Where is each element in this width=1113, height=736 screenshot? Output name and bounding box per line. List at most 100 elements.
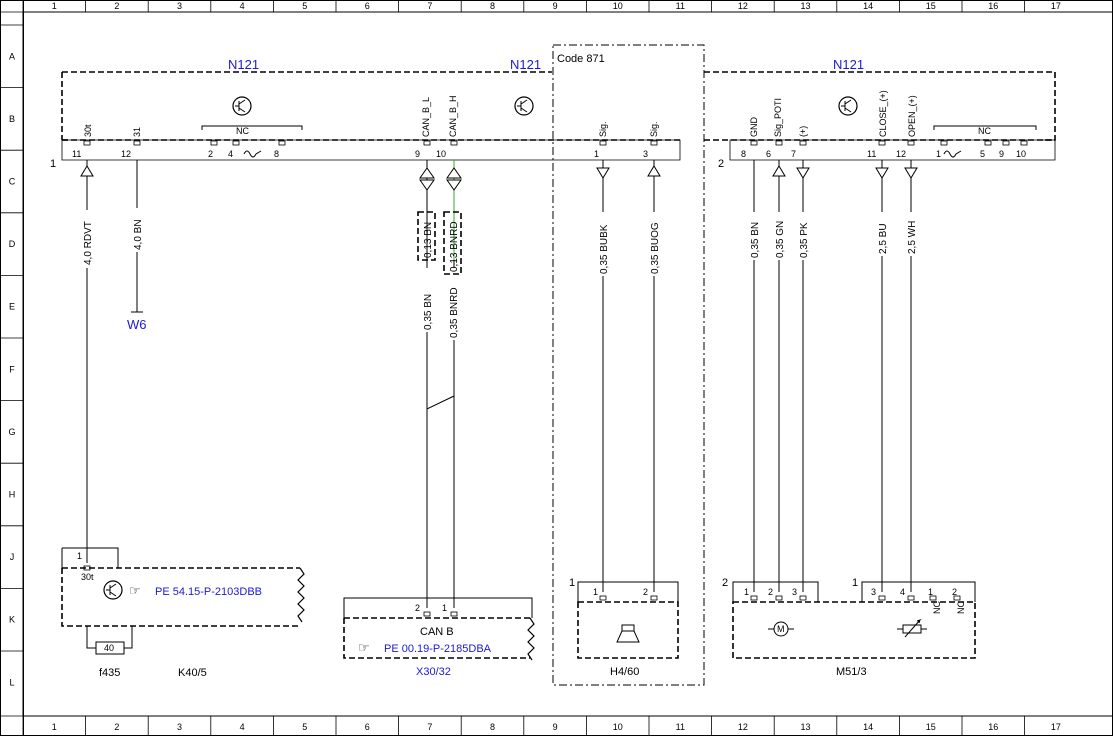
column-number: 12 — [738, 1, 748, 11]
n121-title-mid: N121 — [510, 57, 541, 72]
x30-pin-1: 1 — [442, 603, 447, 613]
pin-label-sig-1: Sig. — [598, 121, 608, 137]
pin-label-can-h: CAN_B_H — [448, 95, 458, 137]
row-letter: J — [10, 552, 15, 562]
column-number: 9 — [553, 1, 558, 11]
pin-number: 1 — [594, 149, 599, 159]
pin-number: 6 — [766, 149, 771, 159]
m51-pin: 3 — [871, 587, 876, 597]
m51-name: M51/3 — [836, 666, 867, 678]
switch-icon — [943, 150, 962, 158]
code-871-label: Code 871 — [557, 53, 605, 65]
m51-nc-1: NC — [932, 601, 942, 614]
k40-reference-link[interactable]: PE 54.15-P-2103DBB — [155, 586, 262, 598]
row-letter: C — [9, 177, 16, 187]
column-number: 17 — [1051, 722, 1061, 732]
fuse-icon — [95, 641, 125, 655]
k40-break — [297, 567, 305, 623]
wire-label: 0,35 BN — [750, 222, 761, 258]
n121-title-right: N121 — [833, 57, 864, 72]
column-number: 4 — [240, 722, 245, 732]
wire-box — [443, 211, 462, 275]
pin-label-close: CLOSE_(+) — [878, 90, 888, 137]
h4-name: H4/60 — [610, 666, 639, 678]
x30-break — [527, 617, 535, 661]
k40-name: K40/5 — [178, 667, 207, 679]
row-letter: G — [8, 427, 15, 437]
row-letter: F — [9, 364, 15, 374]
pin-label-sig-2: Sig. — [649, 121, 659, 137]
row-letter: H — [9, 490, 16, 500]
x30-top-box — [343, 597, 533, 618]
h4-pin-1: 1 — [593, 587, 598, 597]
x30-name: X30/32 — [416, 666, 451, 678]
column-number: 11 — [676, 1, 685, 11]
column-number: 8 — [490, 1, 495, 11]
k40-pin-1: 1 — [77, 551, 82, 561]
wire-label: 4,0 BN — [133, 219, 144, 250]
potentiometer-icon — [897, 618, 927, 638]
row-letter: D — [9, 239, 16, 249]
column-number: 1 — [52, 1, 57, 11]
column-number: 15 — [926, 722, 936, 732]
x30-reference-link[interactable]: PE 00.19-P-2185DBA — [384, 643, 492, 655]
m51-top-box-right — [861, 581, 976, 602]
column-number: 7 — [427, 1, 432, 11]
pin-number: 12 — [121, 149, 131, 159]
pin-number: 5 — [980, 149, 985, 159]
pin-number: 8 — [274, 149, 279, 159]
wire-label: 0,35 BUOG — [650, 222, 661, 274]
column-number: 4 — [240, 1, 245, 11]
k40-pin-label: 30t — [81, 572, 94, 582]
m51-connector-2: 2 — [722, 577, 728, 589]
column-number: 8 — [490, 722, 495, 732]
pin-number: 8 — [741, 149, 746, 159]
column-number: 17 — [1051, 1, 1061, 11]
x30-box — [343, 617, 530, 659]
m51-pin: 1 — [744, 587, 749, 597]
column-number: 13 — [800, 722, 810, 732]
column-number: 5 — [302, 722, 307, 732]
pin-number: 1 — [936, 149, 941, 159]
ground-w6-label: W6 — [127, 317, 147, 332]
connector-1-strip — [61, 139, 681, 161]
m51-top-box-left — [732, 581, 819, 602]
row-letter: A — [9, 51, 15, 61]
column-number: 16 — [988, 722, 998, 732]
column-number: 10 — [613, 1, 623, 11]
column-number: 6 — [365, 722, 370, 732]
column-number: 3 — [177, 1, 182, 11]
h4-connector: 1 — [569, 577, 575, 589]
pin-label-plus: (+) — [798, 126, 808, 137]
nc-bracket-right — [933, 125, 1037, 130]
column-number: 6 — [365, 1, 370, 11]
pin-number: 10 — [436, 149, 446, 159]
row-letter: L — [9, 677, 14, 687]
wire-label: 2,5 WH — [907, 221, 918, 254]
column-number: 16 — [988, 1, 998, 11]
svg-text:M: M — [777, 624, 785, 634]
column-number: 13 — [800, 1, 810, 11]
pin-number: 2 — [208, 149, 213, 159]
pin-label-30t: 30t — [83, 124, 93, 137]
pin-label-gnd: GND — [749, 117, 759, 138]
nc-bracket-left — [201, 125, 303, 130]
pin-number: 3 — [643, 149, 648, 159]
fuse-name: f435 — [99, 667, 120, 679]
pin-number: 4 — [228, 149, 233, 159]
pin-number: 11 — [72, 149, 81, 159]
pin-number: 10 — [1016, 149, 1026, 159]
m51-nc-2: NC — [956, 601, 966, 614]
row-letter: K — [9, 615, 15, 625]
k40-box — [61, 567, 300, 627]
pin-label-31: 31 — [132, 127, 142, 137]
pointer-hand-icon: ☞ — [129, 583, 141, 598]
row-letter: E — [9, 302, 15, 312]
connector-2-strip — [729, 139, 1056, 161]
transistor-icon — [838, 96, 858, 116]
wire-label: 0,35 BUBK — [599, 224, 610, 274]
m51-pin: 1 — [928, 587, 933, 597]
